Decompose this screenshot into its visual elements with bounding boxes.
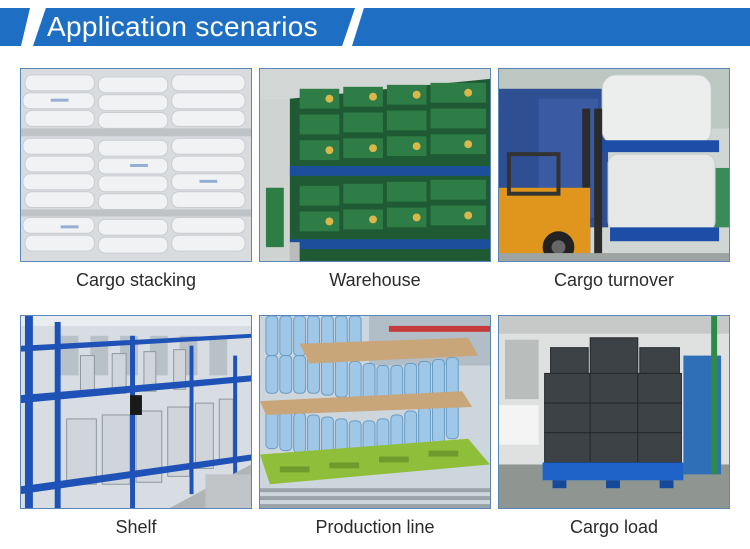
cargo-load-photo [498, 315, 730, 509]
banner-right-segment [352, 8, 750, 46]
header-banner: Application scenarios [0, 0, 750, 52]
warehouse-photo [259, 68, 491, 262]
shelf-photo [20, 315, 252, 509]
production-line-photo [259, 315, 491, 509]
banner-title-segment [33, 8, 355, 46]
banner-left-segment [0, 8, 30, 46]
cargo-stacking-photo [20, 68, 252, 262]
production-line-caption: Production line [315, 517, 435, 537]
cargo-turnover-photo [498, 68, 730, 262]
shelf-caption: Shelf [115, 517, 157, 537]
cargo-stacking-caption: Cargo stacking [75, 270, 197, 290]
cargo-load-caption: Cargo load [569, 517, 659, 537]
cargo-turnover-caption: Cargo turnover [553, 270, 675, 290]
page-title: Application scenarios [47, 11, 318, 42]
warehouse-caption: Warehouse [329, 270, 421, 290]
